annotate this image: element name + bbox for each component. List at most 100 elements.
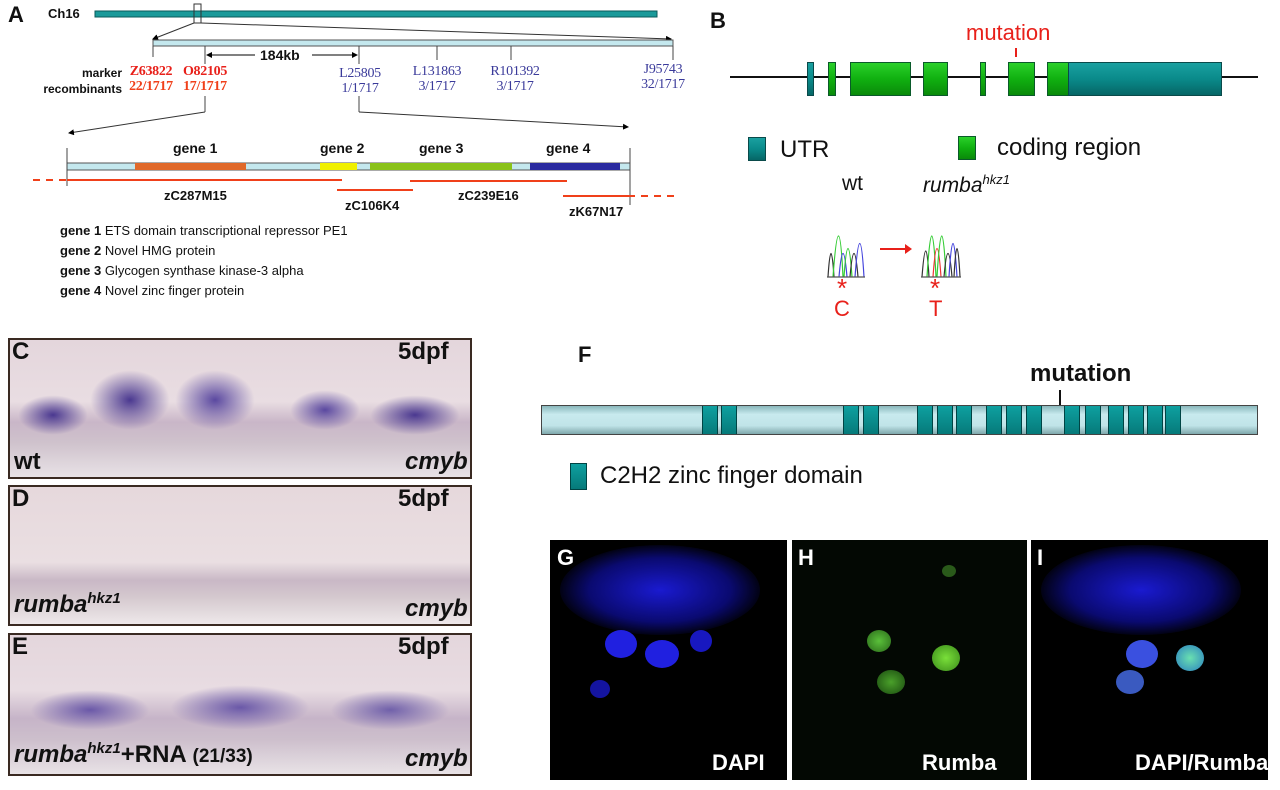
- probe-label: cmyb: [405, 595, 468, 622]
- coding-exon: [980, 62, 986, 96]
- stage-label: 5dpf: [398, 633, 449, 660]
- gene-1-segment: [135, 163, 246, 170]
- probe-label: cmyb: [405, 448, 468, 475]
- panel-h-image: [792, 540, 1027, 780]
- marker-row-label: marker recombinants: [24, 65, 122, 97]
- mutation-tick: [1015, 48, 1017, 57]
- genotype-label: rumbahkz1+RNA (21/33): [14, 740, 253, 768]
- gene-3-label: gene 3: [419, 140, 464, 156]
- panel-d-label: D: [12, 485, 30, 512]
- panel-g-image: [550, 540, 787, 780]
- protein-bar: [541, 405, 1258, 435]
- mutation-label: mutation: [966, 20, 1051, 45]
- gene-2-segment: [320, 163, 357, 170]
- panel-h-label: H: [798, 545, 814, 570]
- zinc-finger-domain: [863, 406, 879, 434]
- wt-label: wt: [842, 172, 863, 195]
- panel-e-label: E: [12, 633, 29, 660]
- zinc-finger-legend-label: C2H2 zinc finger domain: [600, 462, 863, 489]
- panel-g-label: G: [557, 545, 575, 570]
- region-bar: [152, 39, 674, 47]
- zinc-finger-domain: [986, 406, 1002, 434]
- stain-label: DAPI: [712, 750, 765, 775]
- coding-exon: [923, 62, 948, 96]
- panel-b-label: B: [710, 8, 726, 33]
- utr-exon: [807, 62, 814, 96]
- gene-1-label: gene 1: [173, 140, 218, 156]
- zinc-finger-legend-swatch: [570, 463, 587, 490]
- coding-legend-label: coding region: [997, 134, 1142, 161]
- chromosome-label: Ch16: [48, 6, 80, 21]
- gene-3-segment: [370, 163, 512, 170]
- zinc-finger-domain: [1064, 406, 1080, 434]
- utr-legend-label: UTR: [780, 136, 830, 163]
- stain-label: Rumba: [922, 750, 997, 775]
- chromosome-bar: [94, 10, 658, 18]
- mutation-label: mutation: [1030, 360, 1132, 387]
- genotype-label: wt: [14, 448, 41, 475]
- chromatogram-traces: [827, 235, 961, 278]
- clone-label: zC106K4: [345, 198, 400, 213]
- stage-label: 5dpf: [398, 485, 449, 512]
- panel-i-label: I: [1037, 545, 1044, 570]
- gene-list: gene 1 ETS domain transcriptional repres…: [60, 221, 348, 301]
- probe-label: cmyb: [405, 745, 468, 772]
- coding-exon: [850, 62, 911, 96]
- panel-d-image: [8, 485, 472, 626]
- utr-exon: [1068, 62, 1222, 96]
- wt-star: *: [837, 273, 848, 303]
- mutant-star: *: [930, 273, 941, 303]
- gene-list-item: gene 3 Glycogen synthase kinase-3 alpha: [60, 263, 304, 278]
- mutant-base: T: [929, 296, 943, 321]
- genetic-map-diagram: [33, 3, 675, 205]
- gene-list-item: gene 1 ETS domain transcriptional repres…: [60, 223, 348, 238]
- clone-label: zC287M15: [164, 188, 227, 203]
- gene-2-label: gene 2: [320, 140, 365, 156]
- zinc-finger-domain: [843, 406, 859, 434]
- gene-structure-line: [730, 76, 1258, 78]
- zinc-finger-domain: [1006, 406, 1022, 434]
- panel-a-label: A: [8, 2, 24, 27]
- zinc-finger-domain: [1085, 406, 1101, 434]
- zinc-finger-domain: [1165, 406, 1181, 434]
- gene-4-label: gene 4: [546, 140, 591, 156]
- panel-c-label: C: [12, 338, 30, 365]
- recombinants-label: recombinants: [43, 82, 122, 96]
- zinc-finger-domain: [702, 406, 718, 434]
- panel-e-image: [8, 633, 472, 776]
- zinc-finger-domain: [1128, 406, 1144, 434]
- zinc-finger-domain: [721, 406, 737, 434]
- clone-label: zC239E16: [458, 188, 519, 203]
- wt-base: C: [834, 296, 850, 321]
- stain-label: DAPI/Rumba: [1135, 750, 1269, 775]
- zinc-finger-domain: [937, 406, 953, 434]
- panel-c-image: [8, 338, 472, 479]
- gene-list-item: gene 4 Novel zinc finger protein: [60, 283, 245, 298]
- marker-label: marker: [81, 66, 122, 80]
- stage-label: 5dpf: [398, 338, 449, 365]
- mutant-label: rumbahkz1: [923, 172, 1010, 197]
- utr-legend-swatch: [748, 137, 766, 161]
- zinc-finger-domain: [917, 406, 933, 434]
- panel-i-image: [1031, 540, 1268, 780]
- distance-label: 184kb: [258, 47, 302, 63]
- zinc-finger-domain: [1108, 406, 1124, 434]
- clone-label: zK67N17: [569, 204, 624, 219]
- panel-f-label: F: [578, 342, 592, 367]
- zinc-finger-domain: [1147, 406, 1163, 434]
- coding-exon: [1047, 62, 1069, 96]
- coding-exon: [1008, 62, 1035, 96]
- mutation-tick: [1059, 390, 1061, 405]
- genotype-label: rumbahkz1: [14, 590, 121, 618]
- zinc-finger-domain: [956, 406, 972, 434]
- coding-legend-swatch: [958, 136, 976, 160]
- gene-4-segment: [530, 163, 620, 170]
- coding-exon: [828, 62, 836, 96]
- gene-list-item: gene 2 Novel HMG protein: [60, 243, 216, 258]
